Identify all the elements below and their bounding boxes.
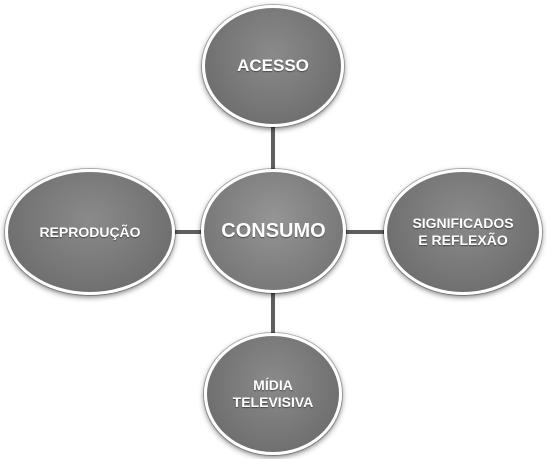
node-acesso-label: ACESSO <box>237 55 309 75</box>
connector-right <box>346 230 384 234</box>
node-midia-label: MÍDIA TELEVISIVA <box>232 377 314 410</box>
node-reproducao-label: REPRODUÇÃO <box>39 223 141 240</box>
node-consumo-label: CONSUMO <box>221 220 326 242</box>
connector-top <box>271 127 275 169</box>
node-consumo-center: CONSUMO <box>201 169 346 293</box>
node-midia-televisiva: MÍDIA TELEVISIVA <box>204 333 342 455</box>
connector-left <box>175 230 201 234</box>
connector-bottom <box>271 293 275 333</box>
node-reproducao: REPRODUÇÃO <box>5 169 175 295</box>
node-significados-e-reflexao: SIGNIFICADOS E REFLEXÃO <box>384 169 542 295</box>
node-acesso: ACESSO <box>202 5 344 127</box>
node-significados-label: SIGNIFICADOS E REFLEXÃO <box>412 215 514 248</box>
